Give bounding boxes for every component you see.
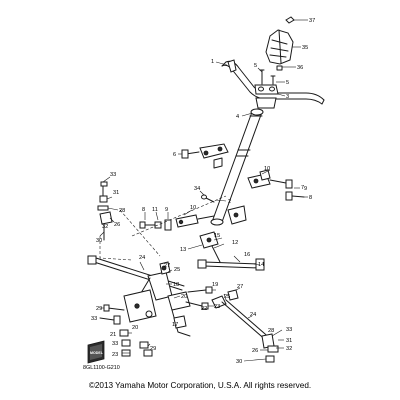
callout-27a: 27 [164, 263, 170, 269]
callout-31b: 31 [286, 338, 292, 344]
callout-22: 22 [201, 306, 207, 312]
callout-29a: 29 [96, 306, 102, 312]
lever-assembly [123, 261, 191, 337]
callout-10: 10 [264, 166, 270, 172]
callout-33b: 33 [91, 316, 97, 322]
model-logo [87, 340, 105, 364]
column-holder-left [199, 143, 229, 169]
callout-17: 17 [172, 322, 178, 328]
callout-23b: 23 [112, 352, 118, 358]
link-10 [175, 214, 215, 228]
collar-11 [154, 221, 162, 229]
callout-4: 4 [236, 114, 239, 120]
callout-5a: 5 [254, 63, 257, 69]
callout-37: 37 [309, 18, 315, 24]
tie-rod-16 [197, 258, 265, 271]
callout-31a: 31 [113, 190, 119, 196]
callout-2: 2 [228, 199, 231, 205]
callout-labels: 37 35 36 1 5 5 3 4 6 10 7 9 8 34 2 28 8 … [91, 18, 315, 365]
callout-24b: 24 [250, 312, 256, 318]
bolt-7-right [269, 179, 305, 201]
bolt-6-left [181, 149, 200, 159]
route-dashed-a [99, 236, 133, 261]
handlebar-holder-upper [254, 84, 279, 95]
route-dashed-c [119, 209, 161, 257]
callout-32a: 32 [102, 224, 108, 230]
callout-8-left: 8 [142, 207, 145, 213]
callout-14: 14 [258, 262, 264, 268]
bolt-19-22 [185, 286, 213, 310]
callout-30a: 30 [96, 238, 102, 244]
callout-28a: 28 [119, 208, 125, 214]
nut-21-23 [119, 329, 153, 357]
handlebar-holder-lower [255, 97, 277, 109]
callout-12: 12 [232, 240, 238, 246]
drawing-code: 8GL1100-G210 [83, 365, 120, 371]
callout-29b: 29 [150, 346, 156, 352]
copyright-text: ©2013 Yamaha Motor Corporation, U.S.A. A… [89, 381, 311, 390]
callout-32b: 32 [286, 346, 292, 352]
callout-7: 7 [301, 185, 304, 191]
callout-9: 9 [304, 186, 307, 192]
callout-5b: 5 [286, 80, 289, 86]
bolt-33-left [99, 315, 121, 325]
clamp-left-upper [97, 181, 113, 241]
callout-30b: 30 [236, 359, 242, 365]
callout-33d: 33 [286, 327, 292, 333]
cover-clip [285, 16, 295, 24]
callout-23: 23 [214, 304, 220, 310]
callout-20b: 20 [132, 325, 138, 331]
u-joint [199, 231, 221, 263]
steering-column [210, 108, 264, 226]
callout-21: 21 [110, 332, 116, 338]
callout-1: 1 [211, 59, 214, 65]
route-dashed-b [131, 195, 227, 237]
callout-8: 8 [309, 195, 312, 201]
callout-18: 18 [173, 282, 179, 288]
callout-36: 36 [297, 65, 303, 71]
callout-13: 13 [180, 247, 186, 253]
column-holder-right [247, 169, 271, 189]
callout-25b: 25 [224, 294, 230, 300]
callout-10-left: 10 [190, 205, 196, 211]
callout-33a: 33 [110, 172, 116, 178]
bolt-8 [139, 221, 157, 229]
callout-28b: 28 [268, 328, 274, 334]
callout-20: 20 [181, 294, 187, 300]
callout-3: 3 [286, 94, 289, 100]
bolt-36 [276, 65, 283, 71]
callout-35: 35 [302, 45, 308, 51]
callout-26b: 26 [252, 348, 258, 354]
bolt-5a [259, 69, 265, 85]
callout-6: 6 [173, 152, 176, 158]
bolt-5b [270, 75, 276, 85]
callout-19: 19 [212, 282, 218, 288]
pivot-bracket [201, 194, 247, 225]
callout-26: 26 [114, 222, 120, 228]
callout-15: 15 [214, 233, 220, 239]
callout-33c: 33 [112, 341, 118, 347]
tie-rod-right [211, 289, 279, 363]
logo-text: MODEL [90, 351, 104, 355]
callout-27b: 27 [237, 284, 243, 290]
handlebar-cover [265, 29, 294, 65]
callout-24a: 24 [139, 255, 145, 261]
callout-16: 16 [244, 252, 250, 258]
callout-25a: 25 [174, 267, 180, 273]
callout-9-left: 9 [165, 207, 168, 213]
bolt-29-left [103, 304, 125, 312]
callout-11: 11 [152, 207, 158, 213]
callout-34: 34 [194, 186, 200, 192]
